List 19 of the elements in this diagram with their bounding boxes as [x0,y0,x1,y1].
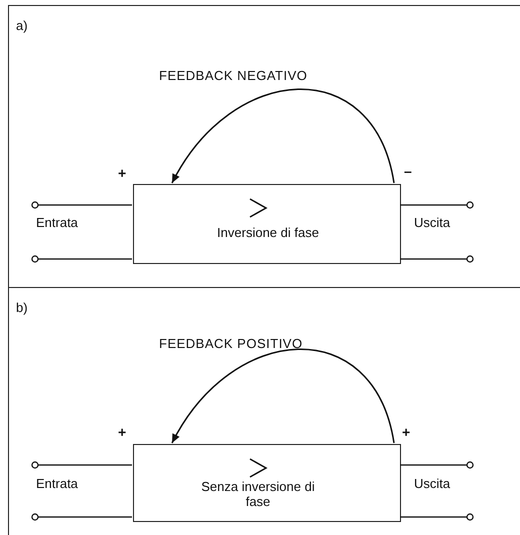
port-label: Entrata [36,215,78,230]
panel-label: b) [16,300,28,315]
feedback-arrow [171,88,395,184]
block-label: Senza inversione di fase [200,479,316,509]
port-label: Uscita [414,476,450,491]
sign-label: – [404,163,412,179]
panel-label: a) [16,18,28,33]
feedback-arrow [171,348,395,444]
port-label: Entrata [36,476,78,491]
sign-label: + [118,424,126,440]
port-label: Uscita [414,215,450,230]
panel [8,5,520,288]
sign-label: + [402,424,410,440]
amplifier-block [133,444,401,522]
panel-title: FEEDBACK NEGATIVO [159,68,308,83]
sign-label: + [118,165,126,181]
panel-title: FEEDBACK POSITIVO [159,336,303,351]
amplifier-block [133,184,401,264]
block-label: Inversione di fase [216,225,320,240]
